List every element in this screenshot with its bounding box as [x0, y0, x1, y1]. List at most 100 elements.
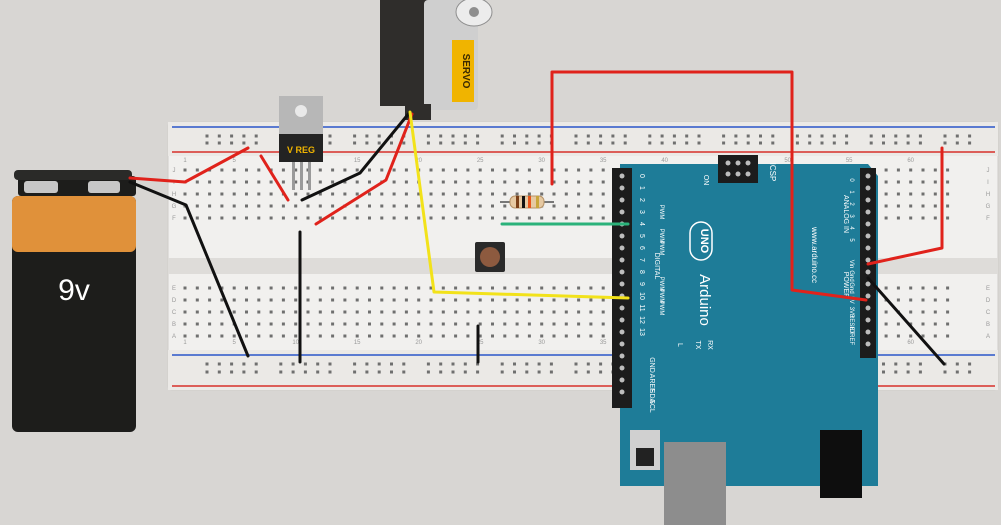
arduino-brand: Arduino — [696, 274, 713, 326]
breadboard-row-letter: B — [986, 322, 990, 328]
aref-label: AREF — [648, 374, 655, 393]
breadboard-column-number: 5 — [233, 158, 237, 164]
breadboard-column-number: 1 — [183, 158, 187, 164]
digital-pin-label: 4 — [638, 222, 645, 226]
breadboard-column-number: 30 — [538, 158, 545, 164]
digital-pin-label: 7 — [638, 258, 645, 262]
digital-pin-label: 13 — [638, 328, 645, 336]
breadboard-row-letter: J — [987, 168, 990, 174]
wire-regulator-input — [259, 154, 290, 202]
analog-in-label: ANALOG IN — [842, 195, 849, 233]
breadboard-column-number: 60 — [907, 340, 914, 346]
breadboard-row-letter: I — [987, 180, 989, 186]
power-pin-label: Gnd — [848, 282, 854, 293]
breadboard-row-letter: D — [986, 298, 991, 304]
battery-9v: 9v — [12, 170, 136, 432]
analog-pin-label: 4 — [848, 226, 854, 230]
breadboard-row-letter: G — [172, 204, 177, 210]
breadboard-row-letter: G — [986, 204, 991, 210]
breadboard-column-number: 20 — [415, 340, 422, 346]
breadboard-row-letter: C — [172, 310, 177, 316]
pwm-label: PWM — [658, 205, 664, 220]
resistor — [500, 195, 554, 209]
digital-label: DIGITAL — [653, 253, 660, 280]
gnd-label: GND — [648, 357, 655, 373]
digital-pin-label: 8 — [638, 270, 645, 274]
servo-label: SERVO — [460, 54, 471, 89]
power-pin-label: 5V — [848, 296, 854, 303]
analog-pin-label: 5 — [848, 238, 854, 242]
wire-servo-power — [314, 112, 414, 226]
power-pin-label: Vin — [848, 260, 854, 269]
icsp-label: ICSP — [768, 163, 777, 182]
wire-servo-ground — [300, 110, 412, 202]
analog-pin-label: 3 — [848, 214, 854, 218]
voltage-regulator: V REG — [279, 96, 323, 190]
power-label: POWER — [842, 272, 849, 298]
arduino-uno: Arduino UNO www.arduino.cc ICSP ON L TX … — [612, 155, 878, 525]
breadboard-column-number: 30 — [538, 340, 545, 346]
battery-band — [12, 196, 136, 252]
analog-pin-label: 1 — [848, 190, 854, 194]
arduino-website: www.arduino.cc — [810, 226, 819, 283]
arduino-model: UNO — [698, 229, 710, 254]
sda-label: SDA — [648, 389, 655, 404]
breadboard-column-number: 20 — [415, 158, 422, 164]
power-jack — [820, 430, 862, 498]
breadboard-row-letter: I — [173, 180, 175, 186]
servo-motor: SERVO — [380, 0, 493, 120]
icsp-header — [718, 155, 758, 183]
breadboard-column-number: 35 — [600, 158, 607, 164]
battery-terminal-negative — [24, 181, 58, 193]
breadboard-row-letter: A — [986, 334, 990, 340]
breadboard-row-letter: F — [986, 216, 990, 222]
breadboard-column-number: 60 — [907, 158, 914, 164]
wires — [128, 70, 946, 366]
pwm-label: PWM — [658, 277, 664, 292]
power-pin-label: Gnd — [848, 270, 854, 281]
wire-arduino-ground — [866, 276, 946, 366]
pwm-label: PWM — [658, 289, 664, 304]
battery-label: 9v — [58, 274, 90, 307]
breadboard-row-letter: D — [172, 298, 177, 304]
breadboard-row-letter: B — [172, 322, 176, 328]
power-pin-label: IOREF — [848, 327, 854, 346]
battery-terminal-positive — [88, 181, 120, 193]
breadboard-column-number: 25 — [477, 158, 484, 164]
pwm-label: PWM — [658, 229, 664, 244]
breadboard-row-letter: A — [172, 334, 176, 340]
wire-battery-positive — [128, 146, 250, 184]
rx-led-label: RX — [706, 340, 713, 350]
usb-port — [664, 442, 726, 525]
l-led-label: L — [676, 343, 683, 347]
digital-pin-label: 0 — [638, 174, 645, 178]
breadboard-column-number: 1 — [183, 340, 187, 346]
pwm-label: PWM — [658, 301, 664, 316]
pwm-label: PWM — [658, 241, 664, 256]
wire-vin — [866, 146, 944, 266]
regulator-label: V REG — [287, 145, 315, 155]
digital-pin-label: 2 — [638, 198, 645, 202]
power-pin-label: RESET — [848, 314, 854, 334]
scl-label: SCL — [648, 399, 655, 413]
breadboard-row-letter: H — [986, 192, 990, 198]
digital-pin-label: 5 — [638, 234, 645, 238]
analog-pin-label: 0 — [848, 178, 854, 182]
wire-5v-rail — [550, 70, 868, 302]
breadboard-column-number: 15 — [354, 158, 361, 164]
pushbutton — [475, 242, 505, 272]
breadboard-column-number: 10 — [292, 340, 299, 346]
breadboard-row-letter: E — [172, 286, 176, 292]
breadboard-column-number: 50 — [784, 158, 791, 164]
breadboard-column-number: 55 — [846, 158, 853, 164]
digital-pin-label: 11 — [638, 304, 645, 311]
wire-battery-negative — [128, 180, 250, 358]
wire-servo-signal — [408, 110, 630, 300]
breadboard-row-letter: E — [986, 286, 990, 292]
breadboard-column-number: 35 — [600, 340, 607, 346]
